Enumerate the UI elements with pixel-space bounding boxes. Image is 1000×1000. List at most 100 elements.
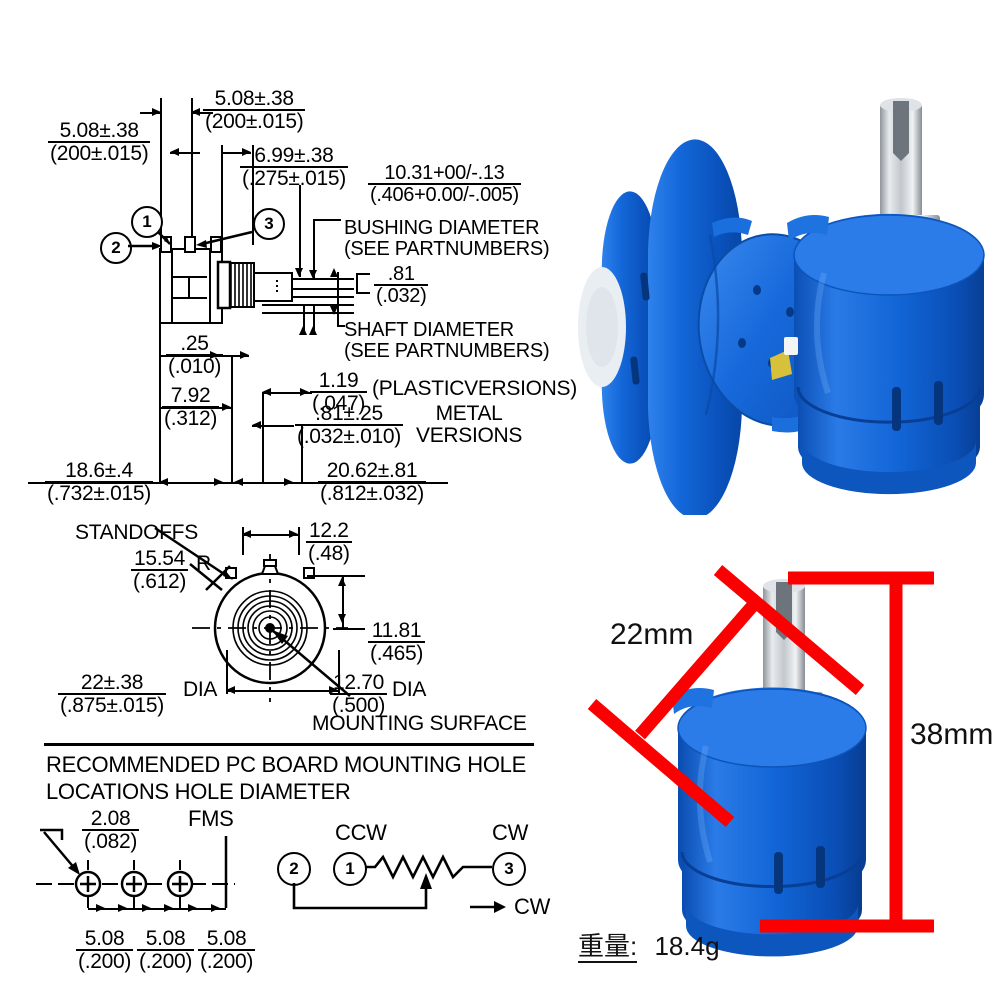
note-metal-versions: METAL VERSIONS bbox=[416, 402, 523, 447]
arrow-icon bbox=[152, 108, 161, 116]
label-dia-left: DIA bbox=[183, 678, 218, 701]
arrow-icon bbox=[338, 577, 346, 586]
arrow-icon bbox=[262, 388, 271, 396]
dim-line bbox=[356, 273, 358, 293]
mounting-face-view bbox=[154, 526, 351, 702]
arrow-icon bbox=[210, 351, 219, 359]
dim-line bbox=[262, 392, 312, 394]
product-photo-dimensioned: 22mm 38mm bbox=[578, 560, 1000, 980]
dimension-plastic-119: 1.19 (.047) bbox=[310, 369, 368, 416]
detail-line bbox=[262, 288, 354, 290]
schematic-label-ccw: CCW bbox=[335, 820, 387, 845]
witness-line bbox=[242, 527, 244, 555]
dim-line bbox=[191, 112, 213, 114]
dim-line bbox=[307, 575, 365, 577]
note-bushing-diameter: BUSHING DIAMETER (SEE PARTNUMBERS) bbox=[344, 217, 550, 260]
dim-line bbox=[140, 112, 162, 114]
dim-line bbox=[159, 355, 249, 357]
label-dia-right: DIA bbox=[392, 678, 427, 701]
arrow-icon bbox=[295, 268, 303, 277]
product-photo-dimensioned-svg bbox=[587, 565, 934, 957]
arrow-icon bbox=[330, 268, 338, 277]
dim-line bbox=[242, 534, 298, 536]
arrow-icon bbox=[170, 148, 179, 156]
witness-line bbox=[338, 650, 340, 694]
dimension-body-width: 18.6±.4 (.732±.015) bbox=[45, 459, 153, 506]
dim-line bbox=[88, 908, 226, 910]
witness-line bbox=[301, 425, 303, 482]
arrow-icon bbox=[159, 478, 168, 486]
pc-board-hole-pattern bbox=[36, 828, 235, 908]
product-photo-pair bbox=[562, 95, 1000, 515]
arrow-icon bbox=[226, 686, 235, 694]
potentiometer-right bbox=[770, 98, 985, 495]
callout-leaders bbox=[128, 230, 253, 250]
note-plastic-versions: (PLASTICVERSIONS) bbox=[372, 377, 577, 400]
pot-body-line bbox=[188, 276, 190, 297]
dimension-body-diameter: 22±.38 (.875±.015) bbox=[58, 671, 166, 718]
dimension-pin-pitch-left: 5.08±.38 (200±.015) bbox=[48, 119, 151, 166]
shaft-detail bbox=[276, 280, 278, 282]
detail-line bbox=[262, 304, 354, 306]
schematic-terminal-1: 1 bbox=[333, 852, 367, 886]
weight-caption: 重量: 18.4g bbox=[578, 926, 720, 963]
arrow-icon bbox=[214, 478, 223, 486]
pot-body-line bbox=[171, 297, 207, 299]
detail-line bbox=[313, 306, 315, 334]
dim-line bbox=[333, 628, 365, 630]
dimension-hole-diameter: 2.08 (.082) bbox=[82, 807, 140, 854]
arrow-icon bbox=[211, 904, 220, 912]
schematic-label-cw-top: CW bbox=[492, 820, 529, 845]
note-shaft-diameter: SHAFT DIAMETER (SEE PARTNUMBERS) bbox=[344, 319, 550, 362]
technical-drawing-panel: 5.08±.38 (200±.015) 5.08±.38 (200±.015) … bbox=[28, 88, 577, 974]
witness-line bbox=[252, 145, 254, 245]
arrow-icon bbox=[118, 904, 127, 912]
arrow-icon bbox=[164, 904, 173, 912]
dimension-bushing-diameter: 12.70 (.500) bbox=[330, 671, 388, 718]
shaft-detail bbox=[276, 285, 278, 287]
witness-line bbox=[226, 650, 228, 694]
detail-line bbox=[262, 312, 354, 314]
label-width-22mm: 22mm bbox=[610, 618, 694, 651]
arrow-icon bbox=[329, 686, 338, 694]
terminal-pin-2 bbox=[160, 236, 172, 253]
witness-line bbox=[221, 145, 223, 248]
arrow-icon bbox=[330, 306, 338, 315]
arrow-icon bbox=[142, 904, 151, 912]
arrow-icon bbox=[338, 614, 346, 623]
leader-line bbox=[337, 325, 345, 327]
leader-line bbox=[313, 219, 341, 221]
arrow-icon bbox=[309, 326, 317, 335]
dimension-hole-pitch-1: 5.08 (.200) bbox=[76, 927, 134, 974]
detail-line bbox=[262, 278, 354, 280]
dimension-terminal-width: 6.99±.38 (.275±.015) bbox=[240, 144, 348, 191]
callout-terminal-2: 2 bbox=[100, 232, 132, 264]
witness-line bbox=[262, 392, 264, 482]
leader-line bbox=[313, 219, 315, 279]
arrow-icon bbox=[188, 904, 197, 912]
shaft-outline bbox=[253, 272, 293, 302]
witness-line bbox=[159, 320, 161, 482]
shaft-detail bbox=[276, 290, 278, 292]
dimension-bushing-length: 10.31+00/-.13 (.406+0.00/-.005) bbox=[368, 162, 521, 207]
schematic-resistor bbox=[292, 854, 506, 913]
dim-line bbox=[342, 575, 344, 630]
arrow-icon bbox=[284, 478, 293, 486]
note-standoffs: STANDOFFS bbox=[75, 521, 198, 544]
weight-value: 18.4g bbox=[654, 931, 720, 961]
arrow-icon bbox=[252, 421, 261, 429]
arrow-icon bbox=[289, 530, 298, 538]
arrow-icon bbox=[191, 108, 200, 116]
dim-line bbox=[356, 292, 370, 294]
arrow-icon bbox=[309, 270, 317, 279]
label-fms: FMS bbox=[188, 806, 234, 831]
weight-label: 重量: bbox=[578, 931, 638, 963]
dim-line bbox=[159, 407, 231, 409]
dimension-metal-81: .81±.25 (.032±.010) bbox=[295, 402, 403, 449]
bushing-threads bbox=[216, 260, 255, 310]
detail-line bbox=[262, 296, 354, 298]
dimension-standoff-pitch: 12.2 (.48) bbox=[306, 519, 352, 566]
witness-line bbox=[298, 527, 300, 555]
section-divider bbox=[44, 743, 534, 746]
